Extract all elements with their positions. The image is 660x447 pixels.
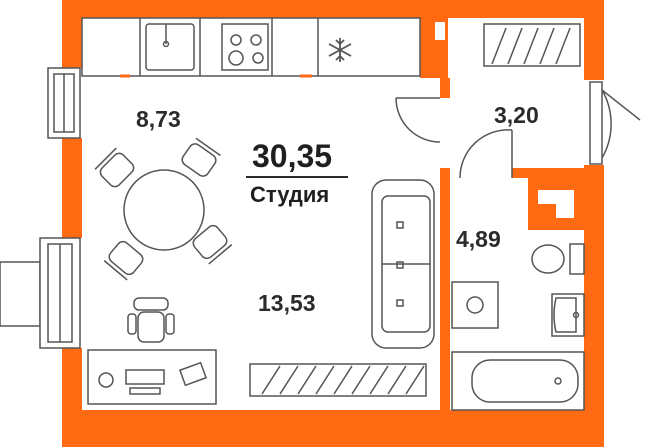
apartment-type: Студия: [250, 182, 330, 207]
washbasin: [551, 293, 585, 337]
total-area: 30,35: [252, 138, 333, 174]
entrance-door: [589, 81, 641, 165]
kitchen-stove: [221, 23, 269, 71]
kitchen-sink: [145, 23, 195, 71]
sofa: [371, 179, 435, 349]
work-desk: [87, 349, 217, 405]
exterior-walls: [62, 0, 604, 447]
toilet: [531, 243, 585, 275]
hall-area: 3,20: [494, 102, 539, 128]
shower-tray: [451, 281, 499, 329]
snowflake-icon: [328, 38, 352, 62]
bathroom-area: 4,89: [456, 226, 501, 252]
kitchen-area: 8,73: [136, 106, 181, 132]
radiator-hall: [483, 23, 581, 67]
door-bathroom: [459, 129, 513, 179]
total-separator: [246, 176, 348, 178]
door-hall: [395, 97, 441, 143]
dining-table: [123, 169, 205, 251]
radiator-living: [249, 363, 427, 397]
office-chair: [127, 297, 175, 343]
bathtub: [451, 351, 585, 411]
window-left-top: [47, 67, 81, 139]
dining-chairs: [94, 137, 233, 281]
window-left-bottom: [0, 237, 81, 349]
kitchen-counter: [81, 17, 421, 77]
living-area: 13,53: [258, 290, 316, 316]
